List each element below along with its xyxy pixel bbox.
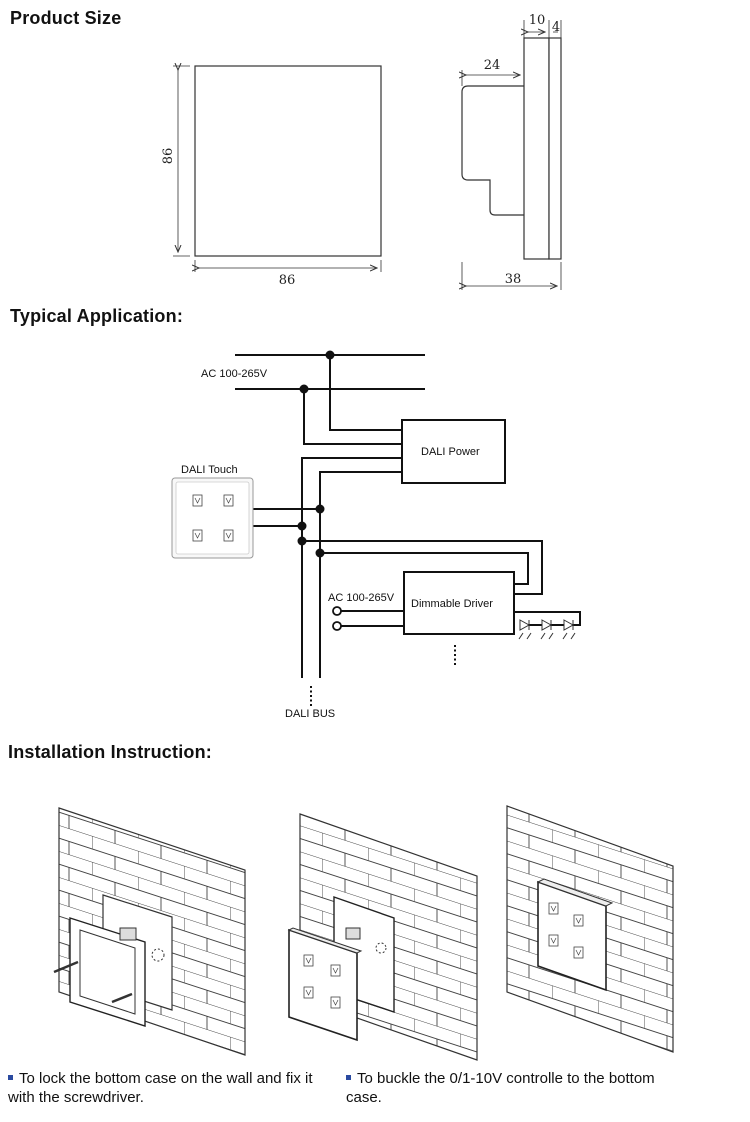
side-plate-outline: [523, 37, 550, 260]
side-plate-dim: 10: [529, 13, 546, 28]
bullet-icon: [346, 1074, 351, 1080]
bullet-icon: [8, 1074, 13, 1080]
product-size-heading: Product Size: [10, 8, 122, 28]
dali-power-label: DALI Power: [421, 446, 480, 458]
install-caption-2: To buckle the 0/1-10V controlle to the b…: [346, 1069, 676, 1107]
install-step-2: [287, 813, 478, 1061]
front-width-label: 86: [279, 273, 296, 288]
dali-touch-label: DALI Touch: [181, 464, 238, 476]
install-caption-1-text: To lock the bottom case on the wall and …: [8, 1070, 313, 1106]
driver-ac-label: AC 100-265V: [328, 592, 395, 604]
side-view: 10 4 24 38: [461, 13, 562, 290]
front-plate-outline: [194, 65, 382, 257]
installation-heading: Installation Instruction:: [8, 742, 213, 762]
dimmable-driver-label: Dimmable Driver: [411, 598, 493, 610]
front-height-label: 86: [161, 148, 176, 165]
wiring-junctions: [297, 350, 335, 558]
ac-terminal-n: [332, 621, 342, 631]
install-step-3: [506, 805, 674, 1053]
side-front-outline: [548, 37, 562, 260]
wiring-diagram: [235, 354, 581, 678]
side-body-dim: 24: [484, 58, 501, 73]
install-step-1: [53, 807, 246, 1056]
install-caption-2-text: To buckle the 0/1-10V controlle to the b…: [346, 1070, 655, 1106]
install-caption-1: To lock the bottom case on the wall and …: [8, 1069, 338, 1107]
dali-touch-panel: [171, 477, 254, 559]
dali-power-box: [401, 419, 506, 484]
led-icon: [518, 619, 576, 640]
dimmable-driver-box: [403, 571, 515, 635]
front-view: 86 86: [161, 65, 382, 288]
side-depth-dim: 38: [505, 272, 522, 287]
dali-bus-label: DALI BUS: [285, 708, 335, 720]
ac-input-label: AC 100-265V: [201, 368, 268, 380]
typical-application-heading: Typical Application:: [10, 306, 184, 326]
side-body-outline: [461, 85, 524, 216]
ac-terminal-l: [332, 606, 342, 616]
side-front-dim: 4: [552, 20, 560, 35]
